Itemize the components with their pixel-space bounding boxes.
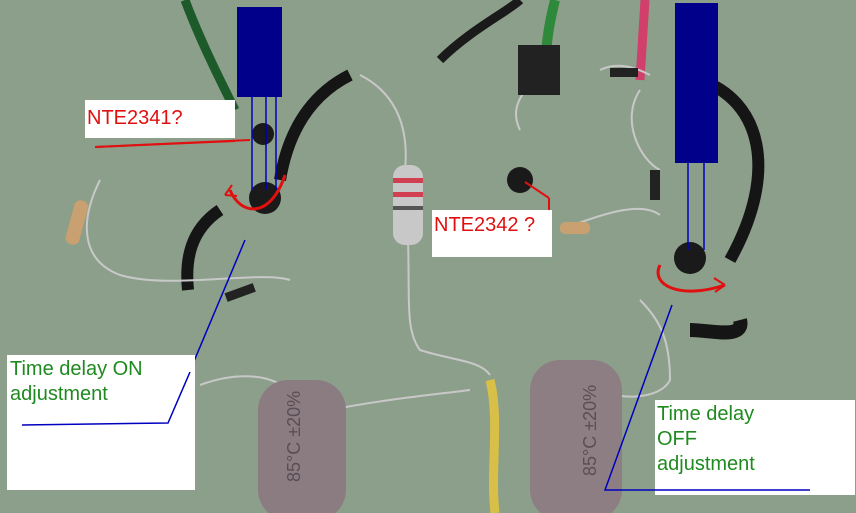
diode (610, 68, 638, 77)
black-wire (697, 74, 765, 263)
black-wire (436, 0, 524, 64)
nte2342-label-box (432, 210, 552, 257)
nte2341-pointer (94, 139, 251, 148)
nte2341-label-box (85, 100, 235, 138)
nte2342-pointer (524, 181, 550, 210)
black-wire (689, 318, 748, 340)
annotation-block (237, 7, 282, 97)
green-wire (180, 0, 240, 113)
off-adjust-label-box (655, 400, 855, 495)
power-resistor (393, 165, 423, 245)
annotation-block (675, 3, 718, 163)
trimmer-potentiometer (249, 182, 281, 214)
on-adjust-label: Time delay ON adjustment (10, 358, 143, 405)
electrolytic-capacitor (530, 360, 622, 513)
off-adjust-label: Time delay OFF adjustment (657, 403, 755, 475)
yellow-wire (485, 378, 500, 513)
nte2341-label: NTE2341? (87, 107, 183, 129)
trimmer-potentiometer (674, 242, 706, 274)
nte2342-label: NTE2342 ? (434, 214, 536, 236)
transistor (507, 167, 533, 193)
capacitor-marking: 85°C ±20% (284, 391, 304, 482)
transistor (252, 123, 274, 145)
red-wire (635, 0, 650, 81)
capacitor-marking: 85°C ±20% (580, 385, 600, 476)
voltage-regulator (518, 45, 560, 95)
electrolytic-capacitor (258, 380, 346, 513)
black-wire (274, 69, 353, 182)
resistor (65, 200, 89, 245)
resistor (560, 222, 590, 234)
black-wire (181, 205, 224, 291)
diode (224, 283, 256, 302)
diode (650, 170, 660, 200)
